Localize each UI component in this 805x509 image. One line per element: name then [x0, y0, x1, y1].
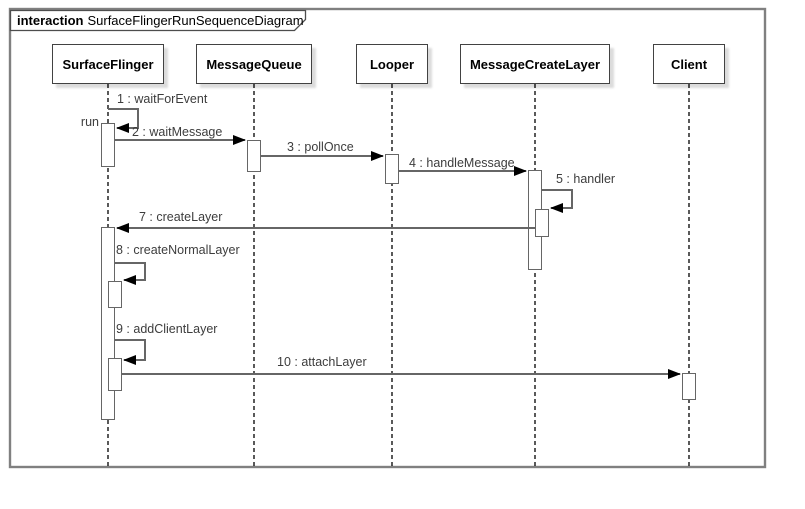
lifeline-head-label: SurfaceFlinger	[62, 56, 154, 72]
lifeline-head-messagecreatelayer: MessageCreateLayer	[460, 44, 610, 84]
lifeline-head-label: MessageCreateLayer	[469, 56, 601, 72]
message-8-label: 8 : createNormalLayer	[116, 243, 240, 257]
activation-bar-messagecreatelayer-handler	[535, 209, 549, 237]
message-8-createnormallayer-arrow	[115, 262, 146, 285]
lifeline-head-label: Looper	[369, 56, 415, 72]
run-label: run	[80, 115, 99, 129]
frame-title-text: SurfaceFlingerRunSequenceDiagram	[87, 13, 304, 28]
lifeline-head-label: MessageQueue	[206, 56, 302, 72]
message-1-waitforevent-arrow	[108, 108, 139, 133]
activation-bar-messagequeue	[247, 140, 261, 172]
message-4-label: 4 : handleMessage	[409, 156, 515, 170]
frame-title-pentagon	[9, 9, 307, 32]
activation-bar-client	[682, 373, 696, 400]
message-9-addclientlayer-arrow	[115, 339, 146, 365]
message-10-label: 10 : attachLayer	[277, 355, 367, 369]
message-5-handler-arrow	[542, 189, 573, 213]
message-3-label: 3 : pollOnce	[287, 140, 354, 154]
activation-bar-looper	[385, 154, 399, 184]
lifeline-head-messagequeue: MessageQueue	[196, 44, 312, 84]
message-1-label: 1 : waitForEvent	[117, 92, 208, 106]
lifeline-head-client: Client	[653, 44, 725, 84]
message-5-label: 5 : handler	[556, 172, 616, 186]
interaction-frame-border	[8, 7, 767, 469]
message-9-label: 9 : addClientLayer	[116, 322, 218, 336]
message-2-label: 2 : waitMessage	[132, 125, 223, 139]
lifeline-head-label: Client	[670, 56, 708, 72]
lifeline-head-surfaceflinger: SurfaceFlinger	[52, 44, 164, 84]
frame-keyword: interaction	[17, 13, 84, 28]
activation-bar-surfaceflinger-addclientlayer	[108, 358, 122, 391]
activation-bar-surfaceflinger-createnormallayer	[108, 281, 122, 308]
lifeline-head-looper: Looper	[356, 44, 428, 84]
activation-bar-surfaceflinger-run	[101, 123, 115, 167]
message-7-label: 7 : createLayer	[139, 210, 223, 224]
